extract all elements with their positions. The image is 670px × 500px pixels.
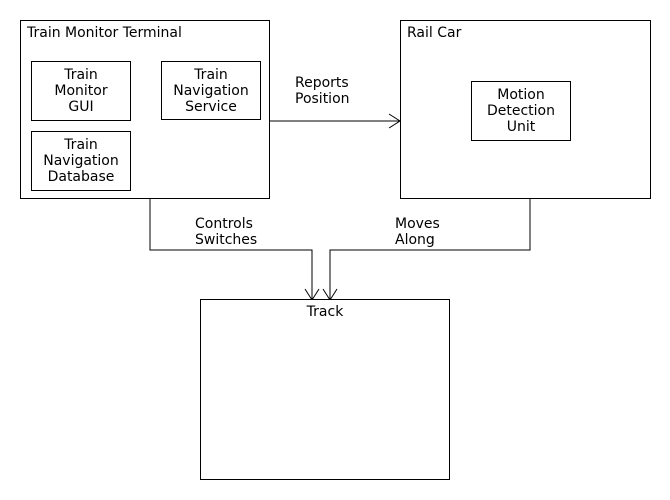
reports-position-label: Reports Position <box>295 75 350 107</box>
moves-along-label: Moves Along <box>395 216 440 248</box>
controls-switches-label: Controls Switches <box>195 216 258 248</box>
track-title: Track <box>306 304 344 320</box>
train-monitor-terminal-node: Train Monitor Terminal Train Monitor GUI… <box>20 20 270 199</box>
train-navigation-database-label: Train Navigation Database <box>43 137 119 185</box>
controls-switches-line <box>149 198 313 300</box>
motion-detection-unit-label: Motion Detection Unit <box>486 87 555 135</box>
train-monitor-terminal-title: Train Monitor Terminal <box>27 25 182 41</box>
track-node: Track <box>200 299 450 480</box>
train-monitor-gui-component: Train Monitor GUI <box>31 61 131 121</box>
rail-car-node: Rail Car Motion Detection Unit <box>400 20 651 199</box>
motion-detection-unit-component: Motion Detection Unit <box>471 81 571 141</box>
train-monitor-gui-label: Train Monitor GUI <box>54 67 108 115</box>
train-navigation-database-component: Train Navigation Database <box>31 131 131 191</box>
train-navigation-service-component: Train Navigation Service <box>161 61 261 120</box>
moves-along-line <box>329 198 531 300</box>
rail-car-title: Rail Car <box>407 25 462 41</box>
train-navigation-service-label: Train Navigation Service <box>173 66 249 115</box>
